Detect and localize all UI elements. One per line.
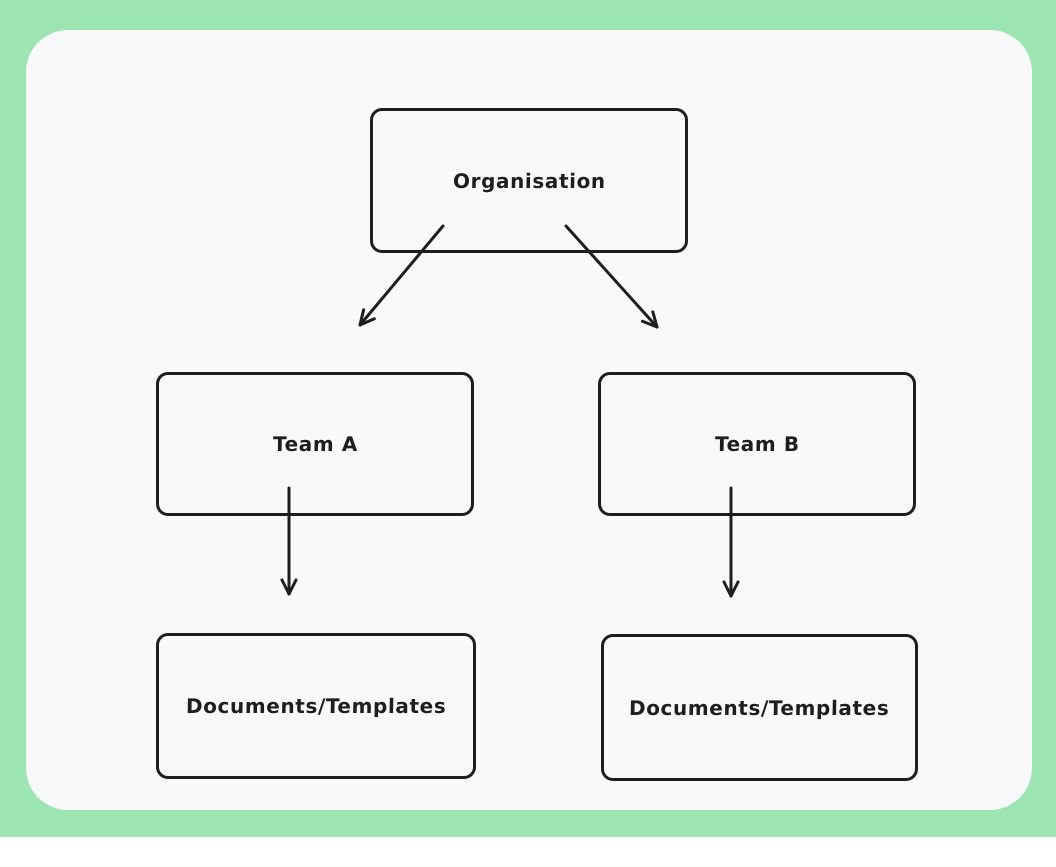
node-documents-templates-b: Documents/Templates	[601, 634, 918, 781]
node-documents-templates-a: Documents/Templates	[156, 633, 476, 779]
node-organisation: Organisation	[370, 108, 688, 253]
node-team-b-label: Team B	[714, 432, 800, 456]
node-team-a-label: Team A	[272, 432, 358, 456]
node-team-a: Team A	[156, 372, 474, 516]
node-documents-templates-b-label: Documents/Templates	[629, 695, 890, 720]
green-frame: Organisation Team A Team B Documents/Tem…	[0, 0, 1056, 837]
node-team-b: Team B	[598, 372, 916, 516]
node-organisation-label: Organisation	[452, 168, 606, 193]
node-documents-templates-a-label: Documents/Templates	[185, 694, 447, 718]
diagram-canvas: Organisation Team A Team B Documents/Tem…	[26, 30, 1032, 810]
